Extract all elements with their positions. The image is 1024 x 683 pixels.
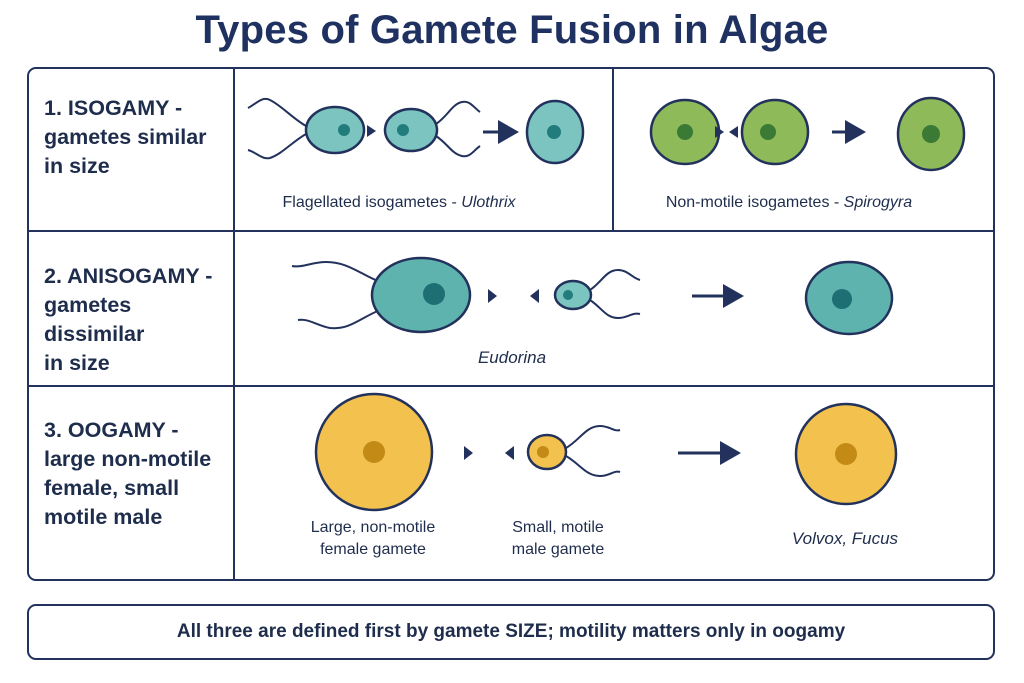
flagellum: [565, 455, 621, 478]
label-line: female, small: [44, 476, 180, 500]
nucleus: [563, 290, 573, 300]
label-line: gametes similar: [44, 125, 207, 149]
nucleus: [338, 124, 350, 136]
gamete-table: [27, 67, 995, 581]
caption-text: Flagellated isogametes -: [282, 194, 462, 211]
flagellum: [247, 133, 307, 160]
eudorina-small-gamete: [553, 268, 641, 320]
spirogyra-zygote: [896, 96, 966, 172]
flagellum: [435, 100, 481, 125]
gamete-cell: [304, 105, 366, 155]
flagellum: [291, 260, 381, 283]
eudorina-large-gamete: [291, 256, 472, 334]
nucleus: [547, 125, 561, 139]
ulothrix-gamete-left: [247, 98, 366, 160]
label-line: motile male: [44, 505, 163, 529]
caption-female-gamete: Large, non-motile female gamete: [284, 517, 462, 561]
ulothrix-gamete-right: [383, 100, 481, 158]
nucleus: [397, 124, 409, 136]
row-label-oogamy: 3. OOGAMY - large non-motile female, sma…: [44, 416, 234, 532]
caption-genus: Ulothrix: [461, 194, 516, 211]
label-line: 3. OOGAMY -: [44, 418, 179, 442]
row-divider-2: [29, 385, 993, 387]
oogamy-egg: [314, 392, 434, 512]
caption-volvox-fucus: Volvox, Fucus: [760, 528, 930, 550]
oogamy-zygote: [794, 402, 898, 506]
caption-line: female gamete: [320, 541, 426, 558]
fusion-pointer-icon: [367, 125, 376, 137]
caption-eudorina: Eudorina: [412, 347, 612, 369]
flagellum: [589, 299, 641, 320]
ulothrix-zygote: [525, 99, 585, 165]
label-line: in size: [44, 351, 110, 375]
label-line: large non-motile: [44, 447, 212, 471]
nucleus: [760, 124, 776, 140]
isogamy-panel-divider: [612, 69, 614, 230]
nucleus: [835, 443, 857, 465]
flagellum: [297, 309, 381, 330]
row-divider-1: [29, 230, 993, 232]
caption-line: male gamete: [511, 541, 605, 558]
caption-line: Large, non-motile: [310, 519, 436, 536]
caption-line: Small, motile: [512, 519, 604, 536]
fusion-pointer-icon: [505, 446, 514, 460]
nucleus: [423, 283, 445, 305]
nucleus: [922, 125, 940, 143]
spirogyra-gamete-right: [740, 98, 810, 166]
caption-genus: Volvox, Fucus: [791, 529, 899, 548]
fusion-pointer-icon: [488, 289, 497, 303]
eudorina-zygote: [804, 260, 894, 336]
gamete-cell: [370, 256, 472, 334]
fusion-pointer-icon: [464, 446, 473, 460]
gamete-cell: [383, 107, 439, 153]
nucleus: [677, 124, 693, 140]
fusion-pointer-icon: [729, 126, 738, 138]
label-line: 1. ISOGAMY -: [44, 96, 183, 120]
nucleus: [832, 289, 852, 309]
label-line: gametes dissimilar: [44, 293, 145, 346]
diagram-title: Types of Gamete Fusion in Algae: [195, 8, 829, 52]
caption-spirogyra: Non-motile isogametes - Spirogyra: [630, 192, 948, 214]
fusion-pointer-icon: [530, 289, 539, 303]
row-label-anisogamy: 2. ANISOGAMY - gametes dissimilar in siz…: [44, 262, 234, 378]
spirogyra-gamete-left: [649, 98, 721, 166]
label-line: 2. ANISOGAMY -: [44, 264, 213, 288]
caption-male-gamete: Small, motile male gamete: [478, 517, 638, 561]
label-line: in size: [44, 154, 110, 178]
caption-text: Non-motile isogametes -: [665, 194, 844, 211]
flagellum: [565, 424, 621, 449]
caption-genus: Eudorina: [477, 348, 547, 367]
oogamy-sperm: [526, 424, 621, 478]
label-column-divider: [233, 69, 235, 579]
summary-footer: All three are defined first by gamete SI…: [27, 604, 995, 660]
flagellum: [435, 135, 481, 158]
flagellum: [589, 268, 641, 291]
row-label-isogamy: 1. ISOGAMY - gametes similar in size: [44, 94, 234, 181]
nucleus: [537, 446, 549, 458]
caption-ulothrix: Flagellated isogametes - Ulothrix: [244, 192, 554, 214]
flagellum: [247, 98, 307, 127]
fusion-pointer-icon: [715, 126, 724, 138]
nucleus: [363, 441, 385, 463]
caption-genus: Spirogyra: [843, 194, 913, 211]
